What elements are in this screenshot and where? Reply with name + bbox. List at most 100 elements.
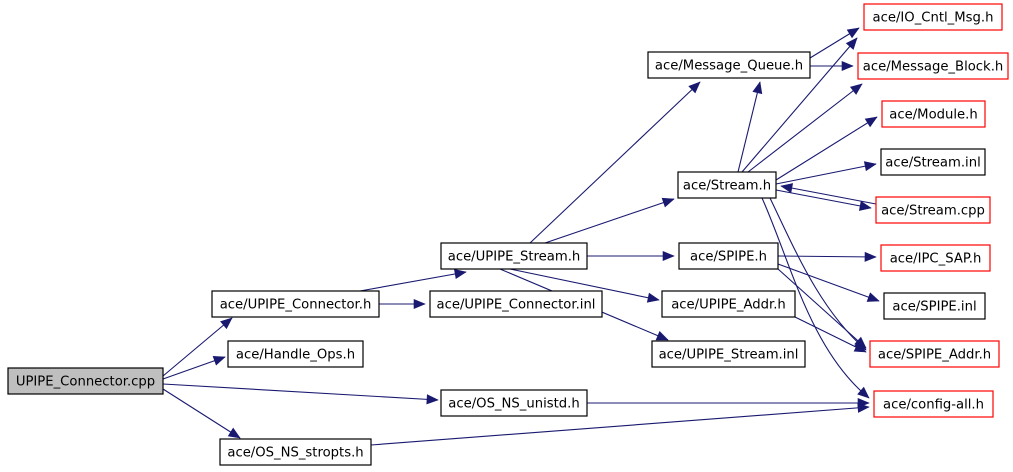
- edge-upipe_connector_h-to-upipe_connector_inl: [379, 298, 426, 310]
- arrowhead: [413, 298, 426, 310]
- node-upipe_stream_inl[interactable]: ace/UPIPE_Stream.inl: [651, 340, 806, 368]
- node-handle_ops_h[interactable]: ace/Handle_Ops.h: [227, 340, 364, 368]
- node-io_cntl_msg_h[interactable]: ace/IO_Cntl_Msg.h: [863, 3, 1003, 31]
- node-box[interactable]: [429, 290, 603, 318]
- node-label: ace/UPIPE_Stream.h: [448, 250, 581, 265]
- node-ipc_sap_h[interactable]: ace/IPC_SAP.h: [880, 244, 991, 272]
- arrowhead: [858, 200, 872, 211]
- node-box[interactable]: [880, 244, 991, 272]
- edge-root-to-os_ns_stropts_h: [162, 388, 241, 439]
- node-box[interactable]: [7, 367, 164, 395]
- edge-message_queue_h-to-io_cntl_msg_h: [809, 27, 860, 59]
- edge-upipe_addr_h-to-spipe_addr_h: [794, 316, 867, 353]
- node-upipe_stream_h[interactable]: ace/UPIPE_Stream.h: [440, 242, 588, 270]
- node-label: ace/SPIPE.inl: [892, 300, 976, 315]
- edge-upipe_stream_h-to-message_queue_h: [529, 81, 701, 244]
- node-label: ace/SPIPE.h: [690, 250, 767, 265]
- node-label: UPIPE_Connector.cpp: [16, 375, 155, 390]
- edges-layer: [162, 27, 880, 446]
- edge-spipe_h-to-ipc_sap_h: [777, 251, 877, 262]
- node-spipe_inl[interactable]: ace/SPIPE.inl: [883, 292, 986, 320]
- edge-os_ns_unistd_h-to-config_all_h: [587, 397, 870, 409]
- arrowhead: [864, 116, 878, 128]
- edge-stream_h-to-config_all_h: [761, 197, 870, 399]
- node-label: ace/Message_Block.h: [863, 60, 1004, 75]
- arrowhead: [864, 251, 877, 262]
- edge-root-to-upipe_connector_h: [162, 317, 233, 377]
- node-box[interactable]: [857, 52, 1009, 80]
- node-box[interactable]: [651, 340, 806, 368]
- node-os_ns_unistd_h[interactable]: ace/OS_NS_unistd.h: [440, 389, 588, 417]
- node-label: ace/UPIPE_Addr.h: [671, 298, 786, 313]
- arrowhead: [453, 269, 467, 279]
- node-stream_cpp[interactable]: ace/Stream.cpp: [875, 196, 991, 224]
- node-stream_h[interactable]: ace/Stream.h: [677, 171, 777, 199]
- node-box[interactable]: [880, 148, 986, 176]
- node-box[interactable]: [647, 51, 811, 79]
- node-label: ace/IPC_SAP.h: [890, 252, 982, 267]
- arrowhead: [841, 60, 854, 72]
- node-label: ace/UPIPE_Connector.h: [220, 298, 372, 313]
- node-label: ace/OS_NS_unistd.h: [448, 397, 579, 412]
- node-label: ace/Stream.h: [683, 179, 771, 194]
- node-label: ace/Module.h: [889, 108, 977, 123]
- node-label: ace/UPIPE_Connector.inl: [437, 298, 596, 313]
- arrowhead: [752, 81, 763, 95]
- node-stream_inl[interactable]: ace/Stream.inl: [880, 148, 986, 176]
- node-box[interactable]: [440, 242, 588, 270]
- node-upipe_connector_inl[interactable]: ace/UPIPE_Connector.inl: [429, 290, 603, 318]
- edge-stream_h-to-stream_inl: [775, 161, 877, 185]
- edge-stream_h-to-io_cntl_msg_h: [741, 37, 858, 173]
- node-spipe_h[interactable]: ace/SPIPE.h: [678, 242, 779, 270]
- arrowhead: [426, 394, 439, 405]
- node-label: ace/Message_Queue.h: [655, 59, 803, 74]
- node-root[interactable]: UPIPE_Connector.cpp: [7, 367, 164, 395]
- edge-upipe_stream_h-to-stream_h: [544, 197, 675, 244]
- node-message_block_h[interactable]: ace/Message_Block.h: [857, 52, 1009, 80]
- node-label: ace/UPIPE_Stream.inl: [659, 348, 799, 363]
- node-box[interactable]: [881, 100, 986, 128]
- node-module_h[interactable]: ace/Module.h: [881, 100, 986, 128]
- arrowhead: [866, 292, 880, 302]
- arrowhead: [655, 330, 669, 341]
- node-message_queue_h[interactable]: ace/Message_Queue.h: [647, 51, 811, 79]
- node-label: ace/OS_NS_stropts.h: [227, 446, 363, 461]
- node-box[interactable]: [677, 171, 777, 199]
- node-box[interactable]: [661, 290, 796, 318]
- arrowhead: [661, 197, 675, 208]
- node-spipe_addr_h[interactable]: ace/SPIPE_Addr.h: [869, 340, 1000, 368]
- arrowhead: [646, 292, 660, 303]
- node-os_ns_stropts_h[interactable]: ace/OS_NS_stropts.h: [219, 438, 372, 466]
- node-box[interactable]: [440, 389, 588, 417]
- node-box[interactable]: [219, 438, 372, 466]
- edge-message_queue_h-to-message_block_h: [810, 60, 854, 72]
- edge-stream_cpp-to-stream_h: [780, 183, 877, 205]
- node-label: ace/IO_Cntl_Msg.h: [873, 11, 994, 26]
- node-box[interactable]: [873, 390, 994, 418]
- node-label: ace/Stream.inl: [885, 156, 980, 171]
- node-upipe_addr_h[interactable]: ace/UPIPE_Addr.h: [661, 290, 796, 318]
- node-box[interactable]: [875, 196, 991, 224]
- node-label: ace/Handle_Ops.h: [236, 348, 355, 363]
- arrowhead: [846, 27, 860, 39]
- node-config_all_h[interactable]: ace/config-all.h: [873, 390, 994, 418]
- arrowhead: [857, 402, 870, 413]
- arrowhead: [780, 183, 794, 194]
- arrowhead: [853, 342, 867, 353]
- node-label: ace/config-all.h: [883, 398, 984, 413]
- edge-root-to-os_ns_unistd_h: [162, 383, 439, 405]
- arrowhead: [220, 317, 233, 330]
- edge-stream_h-to-message_queue_h: [737, 81, 763, 173]
- node-box[interactable]: [869, 340, 1000, 368]
- edge-stream_h-to-stream_cpp: [775, 189, 872, 211]
- edge-stream_h-to-message_block_h: [747, 83, 863, 173]
- node-upipe_connector_h[interactable]: ace/UPIPE_Connector.h: [211, 290, 380, 318]
- edge-upipe_connector_h-to-upipe_stream_h: [359, 269, 467, 292]
- node-box[interactable]: [678, 242, 779, 270]
- node-box[interactable]: [863, 3, 1003, 31]
- node-box[interactable]: [883, 292, 986, 320]
- node-box[interactable]: [211, 290, 380, 318]
- edge-stream_h-to-module_h: [775, 116, 878, 181]
- node-box[interactable]: [227, 340, 364, 368]
